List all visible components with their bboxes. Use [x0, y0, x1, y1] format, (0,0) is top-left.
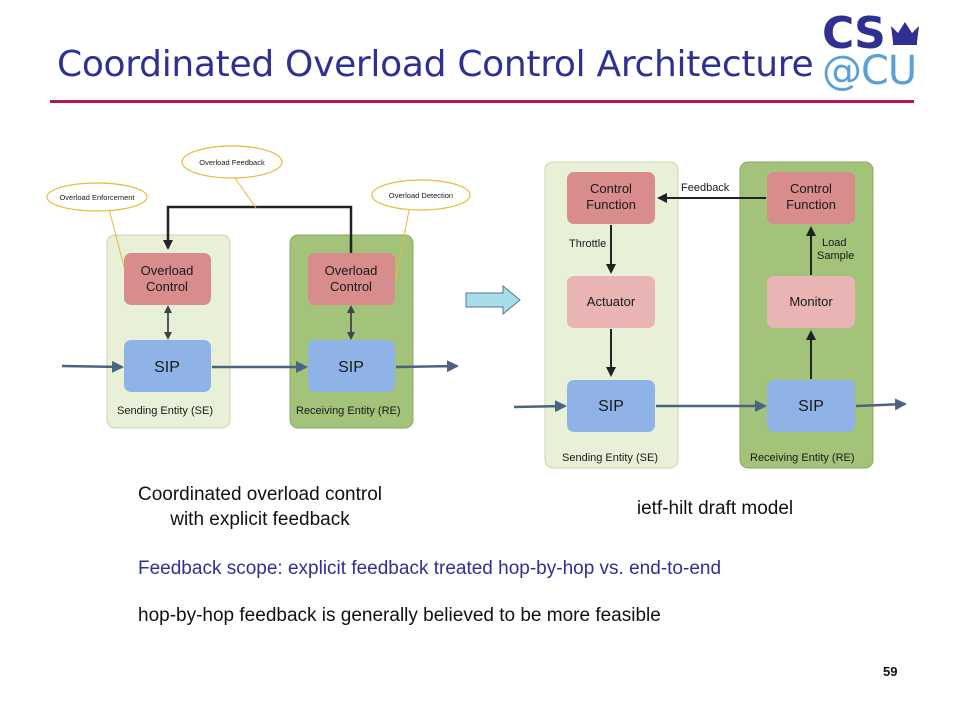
logo-cs-text: CS — [822, 8, 886, 59]
left-re-sip-label: SIP — [338, 359, 364, 376]
left-se-control-label-1: Overload — [141, 263, 194, 278]
title-divider — [50, 100, 914, 103]
right-se-actuator-label: Actuator — [587, 294, 636, 309]
left-re-sip-box — [308, 340, 395, 392]
left-feedback-line — [163, 205, 353, 253]
right-se-control-label-2: Function — [586, 197, 636, 212]
hop-by-hop-text: hop-by-hop feedback is generally believe… — [138, 605, 661, 626]
callout-overload-detection — [371, 179, 471, 211]
left-se-sip-box — [124, 340, 211, 392]
right-se-sip-box — [567, 380, 655, 432]
right-re-control-label-1: Control — [790, 181, 832, 196]
left-caption-line-2: with explicit feedback — [170, 509, 350, 530]
left-flow-in-arrow — [61, 360, 124, 373]
right-re-sip-box — [767, 380, 855, 432]
logo-cu-text: @CU — [822, 48, 917, 94]
left-se-sip-label: SIP — [154, 359, 180, 376]
right-se-sip-label: SIP — [598, 398, 624, 415]
page-number: 59 — [883, 664, 898, 679]
load-label-2: Sample — [817, 250, 854, 262]
cs-columbia-logo: CS @CU — [818, 8, 919, 94]
right-se-actuator-box — [567, 276, 655, 328]
right-se-control-label-1: Control — [590, 181, 632, 196]
feedback-label: Feedback — [681, 182, 730, 194]
transition-arrow-icon — [465, 284, 521, 316]
left-se-entity-label: Sending Entity (SE) — [117, 405, 213, 417]
right-re-entity-label: Receiving Entity (RE) — [750, 452, 855, 464]
right-se-control-function-box — [567, 172, 655, 224]
right-re-control-label-2: Function — [786, 197, 836, 212]
load-label-1: Load — [822, 237, 846, 249]
callout-overload-feedback-label: Overload Feedback — [199, 158, 265, 167]
right-re-monitor-label: Monitor — [789, 294, 833, 309]
callout-overload-enforcement-label: Overload Enforcement — [59, 193, 135, 202]
left-flow-out-arrow — [395, 360, 459, 373]
left-diagram-caption: Coordinated overload control with explic… — [90, 482, 430, 532]
feedback-scope-text: Feedback scope: explicit feedback treate… — [138, 558, 722, 579]
right-diagram-caption: ietf-hilt draft model — [636, 498, 794, 519]
right-se-entity-label: Sending Entity (SE) — [562, 452, 658, 464]
left-re-entity-label: Receiving Entity (RE) — [296, 405, 401, 417]
right-flow-out-arrow — [855, 398, 907, 411]
right-re-sip-label: SIP — [798, 398, 824, 415]
callout-overload-detection-label: Overload Detection — [389, 191, 453, 200]
right-re-control-function-box — [767, 172, 855, 224]
right-re-monitor-box — [767, 276, 855, 328]
left-re-control-label-1: Overload — [325, 263, 378, 278]
throttle-label: Throttle — [569, 238, 606, 250]
slide-title: Coordinated Overload Control Architectur… — [57, 44, 814, 85]
left-se-overload-control-box — [124, 253, 211, 305]
left-caption-line-1: Coordinated overload control — [138, 484, 382, 505]
right-diagram: Control Function Throttle Actuator SIP S… — [513, 161, 907, 469]
left-re-control-label-2: Control — [330, 279, 372, 294]
left-re-overload-control-box — [308, 253, 395, 305]
left-se-control-label-2: Control — [146, 279, 188, 294]
callout-overload-feedback — [181, 145, 283, 179]
left-diagram: Overload Enforcement Overload Feedback O… — [46, 145, 471, 429]
right-flow-in-arrow — [513, 400, 567, 413]
callout-overload-enforcement — [46, 182, 148, 212]
crown-icon — [891, 22, 919, 45]
